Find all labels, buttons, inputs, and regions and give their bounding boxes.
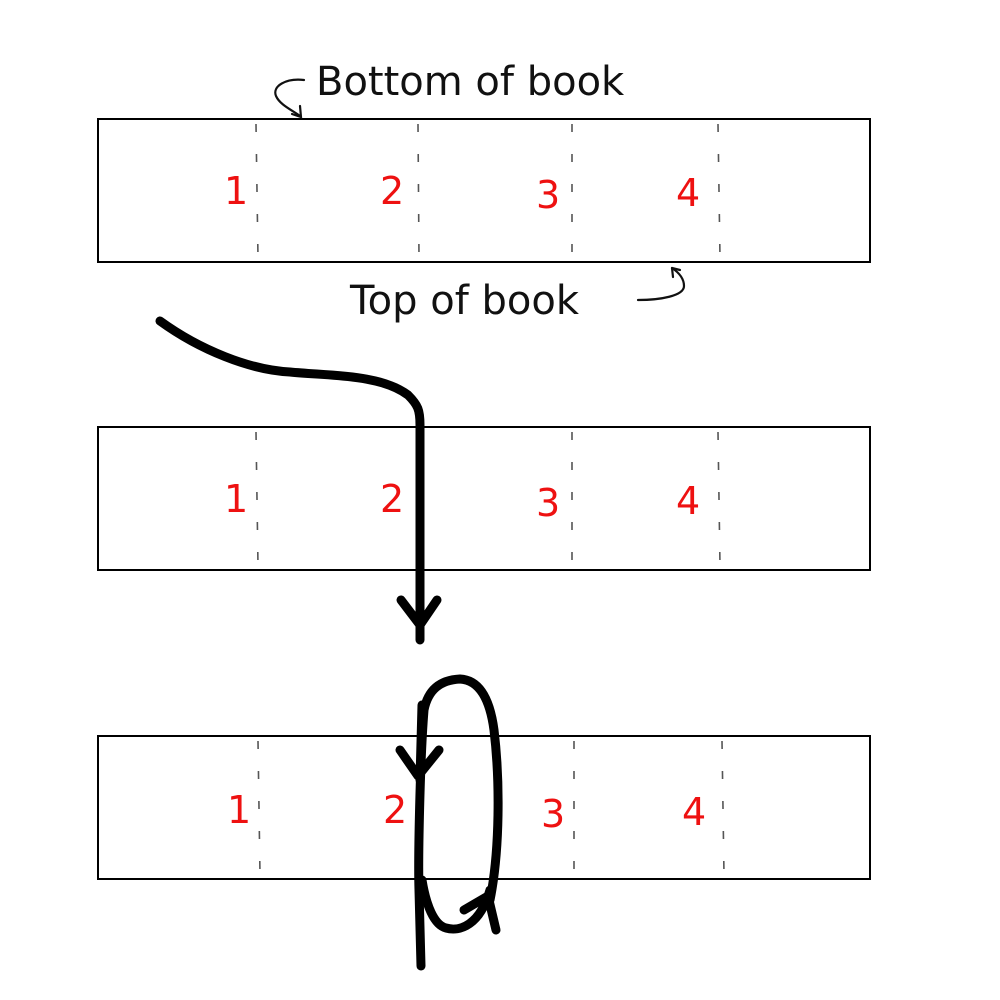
- section-number-1: 1: [224, 169, 249, 213]
- curved-arrow-icon: [274, 78, 306, 119]
- section-number-1: 1: [224, 477, 249, 521]
- section-number-2: 2: [383, 788, 408, 832]
- section-number-4: 4: [676, 171, 701, 215]
- book-diagram-3: 1 2 3 4: [97, 735, 871, 880]
- section-number-2: 2: [380, 169, 405, 213]
- curved-arrow-icon: [636, 266, 686, 302]
- section-number-3: 3: [536, 173, 561, 217]
- section-number-3: 3: [541, 792, 566, 836]
- bottom-of-book-label: Bottom of book: [316, 59, 625, 105]
- top-of-book-label: Top of book: [350, 278, 579, 324]
- section-number-3: 3: [536, 481, 561, 525]
- section-number-1: 1: [227, 788, 252, 832]
- book-diagram-1: 1 2 3 4: [97, 118, 871, 263]
- section-number-4: 4: [682, 790, 707, 834]
- section-number-4: 4: [676, 479, 701, 523]
- section-number-2: 2: [380, 477, 405, 521]
- book-diagram-2: 1 2 3 4: [97, 426, 871, 571]
